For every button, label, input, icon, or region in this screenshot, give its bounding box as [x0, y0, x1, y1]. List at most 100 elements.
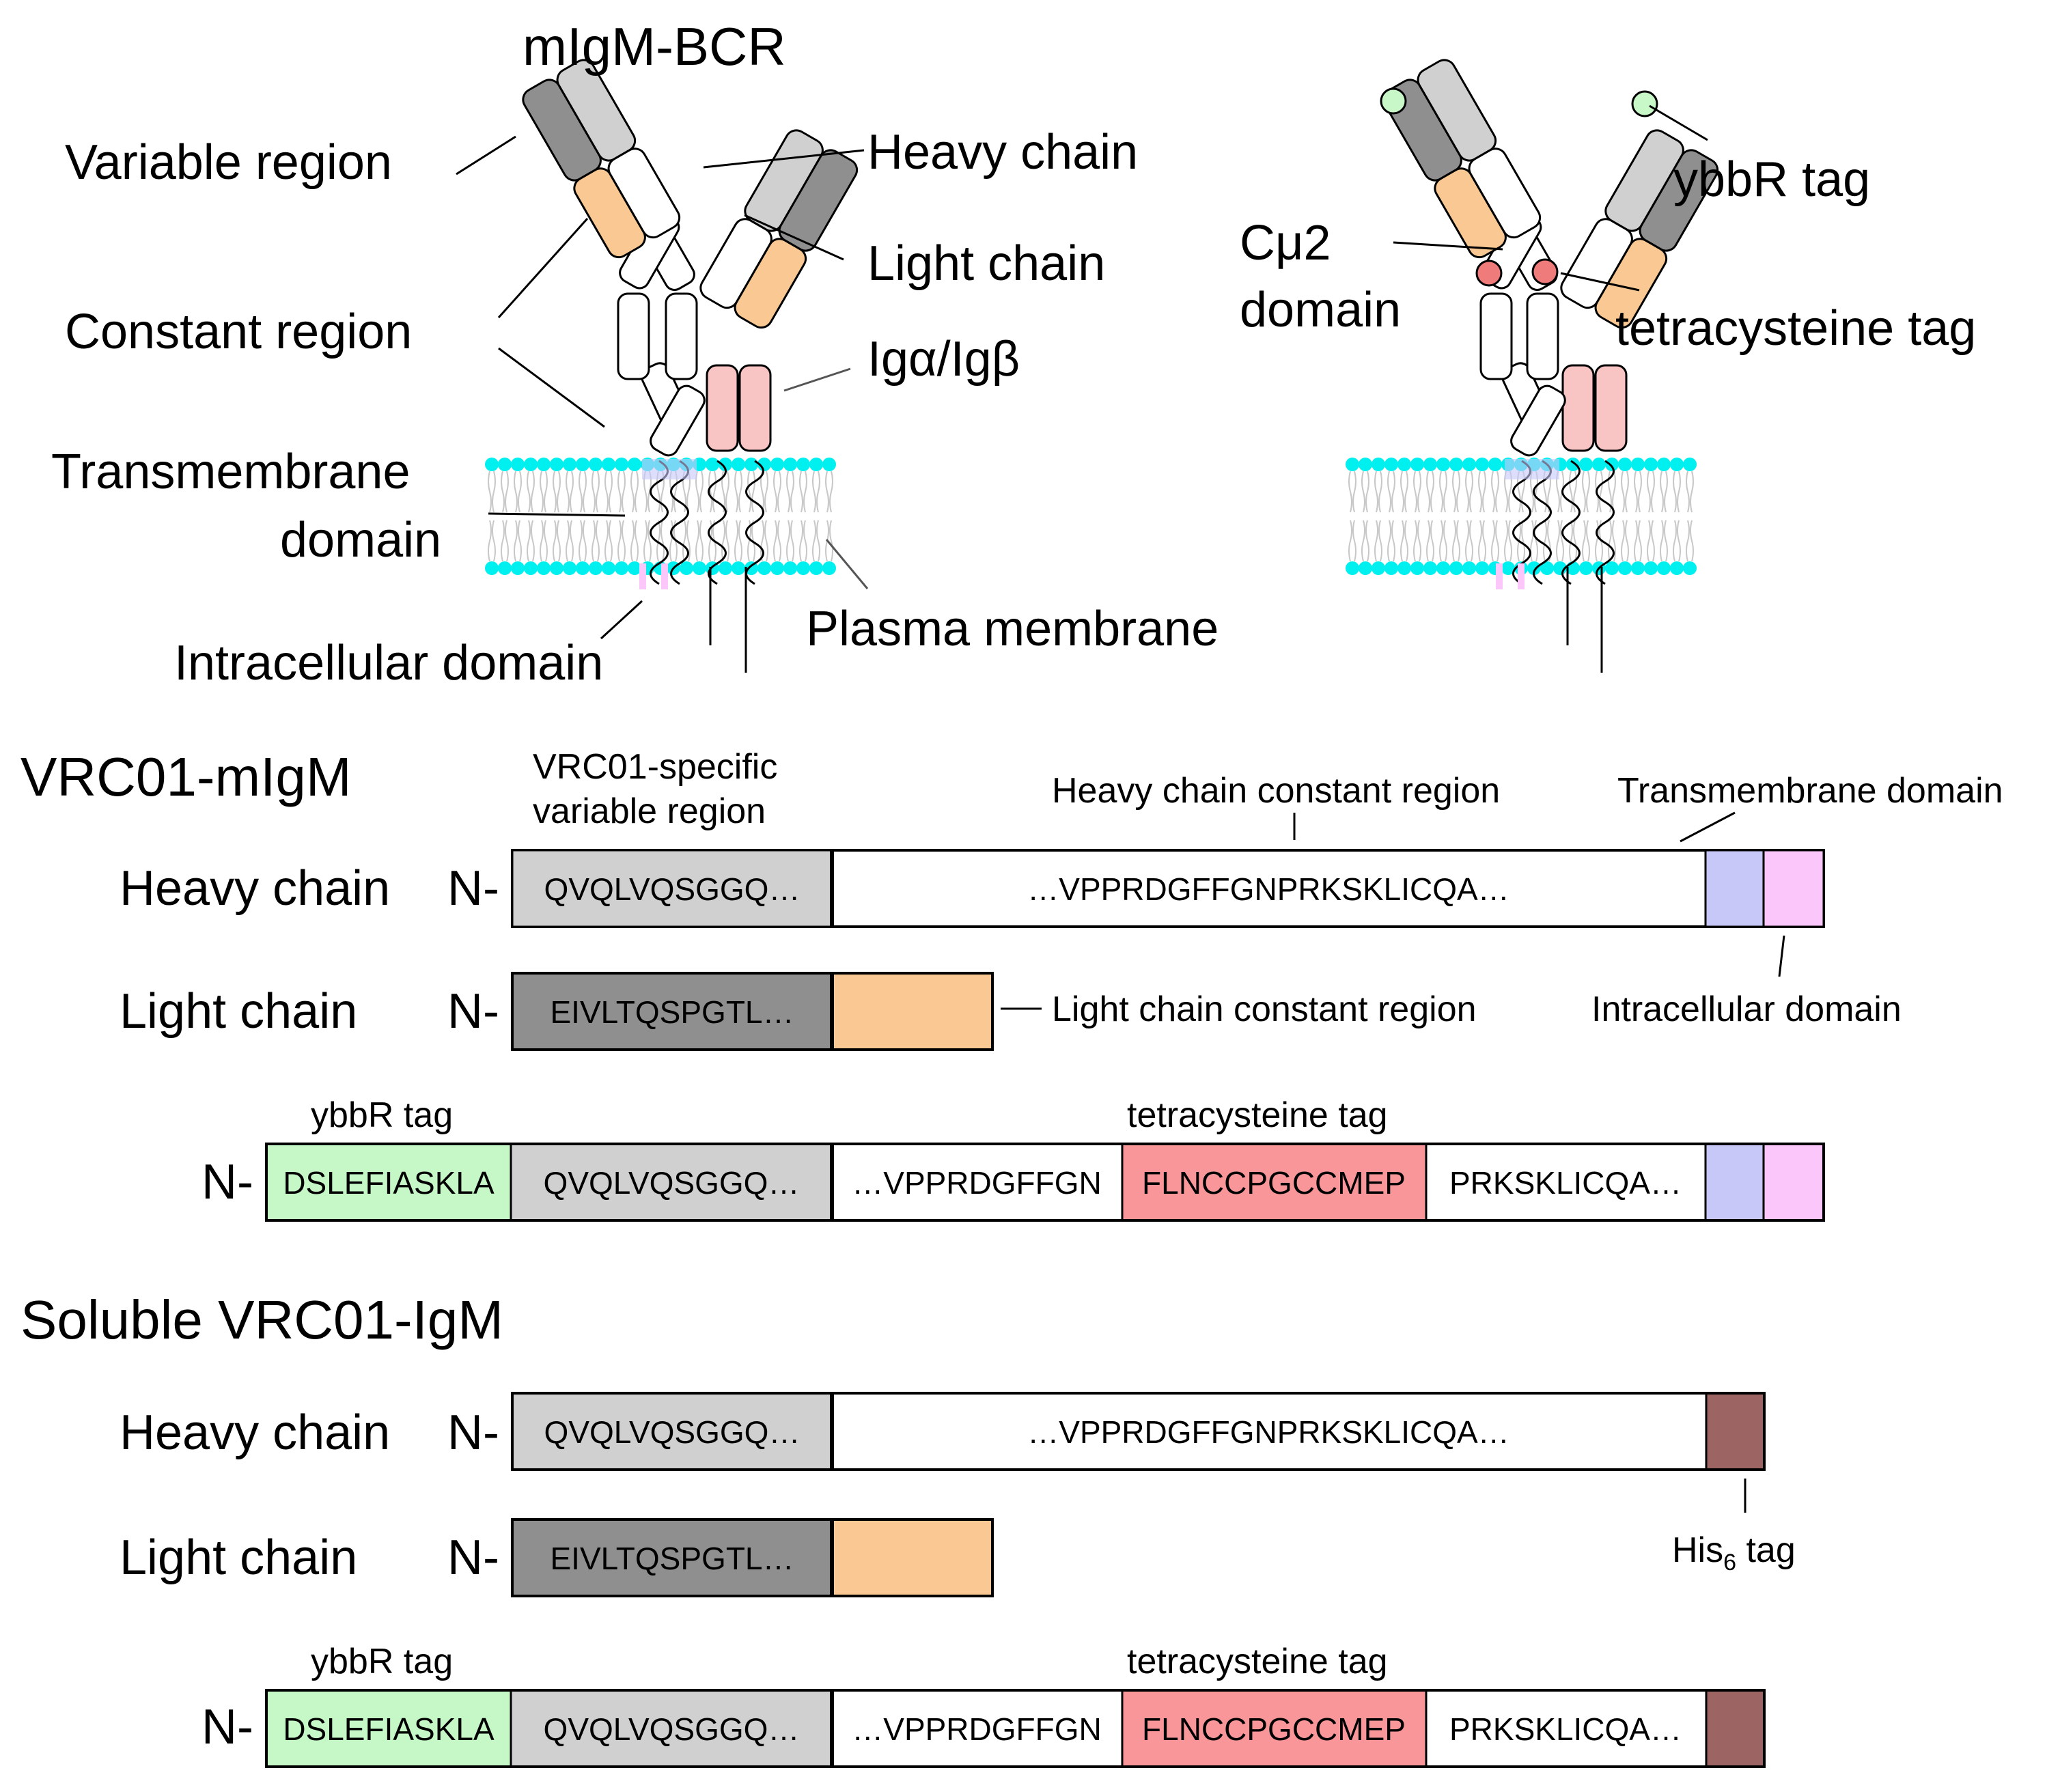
fab-left-r — [1382, 59, 1542, 259]
leader-intracellular — [600, 600, 643, 640]
section-title-soluble: Soluble VRC01-IgM — [20, 1289, 503, 1350]
intracellular-tail-1 — [639, 563, 646, 589]
tm-shade — [642, 459, 697, 479]
tm-helix-4 — [745, 460, 764, 585]
leader-ybbr — [1649, 104, 1708, 141]
cmu3-rb — [1526, 292, 1559, 380]
soluble-tagged-constant-1-seq: …VPPRDGFFGN — [852, 1711, 1101, 1747]
label-tm-2: domain — [280, 513, 441, 568]
soluble-light-variable — [511, 1518, 833, 1597]
heavy-constant-seq: …VPPRDGFFGNPRKSKLICQA… — [1027, 871, 1509, 907]
soluble-tagged-his — [1705, 1689, 1766, 1768]
leader-light — [744, 214, 844, 261]
intracellular-tail-r1 — [1496, 563, 1503, 589]
nterm-soluble-heavy: N- — [447, 1405, 499, 1460]
label-tc-seq: tetracysteine tag — [1127, 1095, 1388, 1135]
row-label-soluble-light: Light chain — [120, 1530, 357, 1585]
soluble-heavy-constant-seq: …VPPRDGFFGNPRKSKLICQA… — [1027, 1414, 1509, 1450]
plasma-membrane-right — [1346, 458, 1697, 575]
label-vrc01-var-1: VRC01-specific — [533, 747, 777, 787]
label-intracellular-bar: Intracellular domain — [1591, 990, 1902, 1029]
soluble-heavy-variable-seq: QVQLVQSGGQ… — [544, 1414, 801, 1450]
light-variable-seq: EIVLTQSPGTL… — [550, 994, 794, 1030]
label-light-constant: Light chain constant region — [1052, 990, 1477, 1029]
leader-variable — [456, 135, 516, 176]
nterm-soluble-tagged: N- — [201, 1700, 253, 1754]
leader-tetracysteine — [1560, 272, 1640, 292]
label-hc-constant: Heavy chain constant region — [1052, 771, 1500, 811]
ig-alpha — [706, 364, 739, 452]
label-constant-region: Constant region — [65, 305, 412, 359]
bcr-left — [522, 59, 859, 673]
soluble-heavy-variable — [511, 1392, 833, 1471]
ig-beta-r — [1594, 364, 1628, 452]
label-ig-alpha-beta: Igα/Igβ — [867, 332, 1020, 387]
label-soluble-ybbr: ybbR tag — [311, 1642, 453, 1681]
tagged-tetracysteine-seq: FLNCCPGCCMEP — [1142, 1165, 1406, 1201]
nterm-heavy: N- — [447, 861, 499, 916]
tagged-ybbr-domain — [265, 1143, 512, 1222]
heavy-intracellular-domain — [1762, 849, 1825, 928]
tagged-tm-domain — [1704, 1143, 1765, 1222]
tm-shade-r — [1505, 459, 1559, 479]
label-ybbr-tag: ybbR tag — [1673, 152, 1870, 207]
soluble-tagged-constant-1 — [831, 1689, 1124, 1768]
tagged-tetracysteine-domain — [1121, 1143, 1428, 1222]
nterm-tagged: N- — [201, 1155, 253, 1209]
soluble-tagged-variable — [510, 1689, 833, 1768]
tm-helix-3 — [708, 460, 727, 585]
bcr-title: mIgM-BCR — [523, 16, 786, 76]
label-tetracysteine: tetracysteine tag — [1615, 301, 1976, 356]
ybbr-dot-left — [1380, 87, 1407, 115]
fab-left — [522, 59, 681, 259]
light-constant-domain — [831, 972, 994, 1051]
tagged-constant-1-seq: …VPPRDGFFGN — [852, 1165, 1101, 1201]
bcr-right — [1380, 59, 1719, 673]
leader-heavy — [703, 149, 865, 169]
leader-constant-1 — [497, 217, 589, 319]
leader-tm — [488, 512, 626, 517]
soluble-light-constant — [831, 1518, 994, 1597]
tm-helix-1 — [650, 460, 669, 585]
tagged-variable-seq: QVQLVQSGGQ… — [544, 1165, 800, 1201]
label-heavy-chain: Heavy chain — [867, 125, 1138, 180]
label-vrc01-var-2: variable region — [533, 792, 766, 831]
row-label-heavy: Heavy chain — [120, 861, 390, 916]
leader-ig — [783, 367, 851, 392]
tm-helix-2 — [670, 460, 689, 585]
soluble-tagged-ybbr-seq: DSLEFIASKLA — [283, 1711, 495, 1747]
soluble-tagged-constant-2 — [1425, 1689, 1708, 1768]
label-tm-1: Transmembrane — [51, 445, 410, 499]
label-cmu2-2: domain — [1240, 283, 1401, 337]
label-plasma-membrane: Plasma membrane — [806, 602, 1219, 656]
cmu3-a — [617, 292, 650, 380]
soluble-tagged-variable-seq: QVQLVQSGGQ… — [544, 1711, 800, 1747]
soluble-heavy-his-tag — [1705, 1392, 1766, 1471]
leader-tm-domain — [1680, 811, 1736, 843]
intracellular-tail-r2 — [1518, 563, 1525, 589]
heavy-variable-seq: QVQLVQSGGQ… — [544, 871, 801, 907]
soluble-tagged-tetracysteine — [1121, 1689, 1428, 1768]
cmu3-ra — [1479, 292, 1513, 380]
tm-helix-r2 — [1533, 460, 1552, 585]
label-ybbr-seq: ybbR tag — [311, 1095, 453, 1135]
soluble-tagged-tetracysteine-seq: FLNCCPGCCMEP — [1142, 1711, 1406, 1747]
label-his-tag: His6 tag — [1672, 1530, 1796, 1576]
heavy-variable-domain — [511, 849, 833, 928]
cmu3-b — [665, 292, 698, 380]
leader-cmu2 — [1393, 241, 1503, 251]
section-title-vrc01-migm: VRC01-mIgM — [20, 746, 352, 807]
tetracysteine-dot-right — [1531, 258, 1559, 285]
leader-intracellular-bar — [1778, 935, 1785, 977]
plasma-membrane-left — [485, 458, 836, 575]
soluble-light-variable-seq: EIVLTQSPGTL… — [550, 1541, 794, 1576]
cmu4-rb — [1510, 384, 1566, 457]
tm-helix-r4 — [1596, 460, 1615, 585]
tagged-variable-domain — [510, 1143, 833, 1222]
row-label-light: Light chain — [120, 984, 357, 1039]
tagged-intracellular-domain — [1762, 1143, 1825, 1222]
leader-constant-2 — [498, 347, 605, 428]
heavy-tm-domain — [1704, 849, 1765, 928]
tagged-constant-2-seq: PRKSKLICQA… — [1449, 1165, 1682, 1201]
